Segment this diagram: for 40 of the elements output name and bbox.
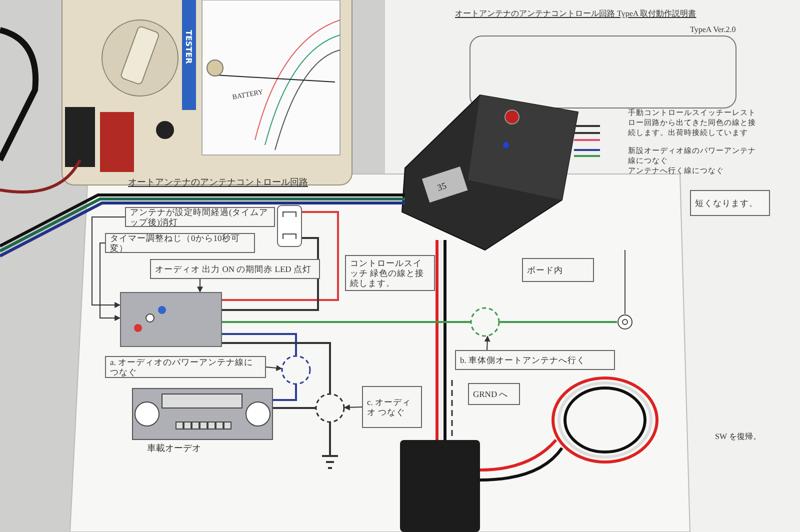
leader-line (197, 278, 203, 293)
leader-line (344, 404, 362, 410)
junction-circle (281, 355, 311, 385)
switch-symbol (277, 205, 302, 247)
leader-line (266, 365, 282, 371)
label-box: アンテナが設定時間経過(タイムアップ後)消灯 (125, 207, 275, 227)
wire (329, 422, 331, 455)
note-text: SW を復帰。 (715, 432, 762, 442)
label-box: タイマー調整ねじ（0から10秒可変） (105, 233, 255, 253)
sticker-text: 35 (436, 180, 449, 193)
car-audio-drawing (132, 388, 273, 440)
node-label: 車載オーデオ (147, 443, 201, 453)
label-box: c. オーディオ つなぐ (362, 386, 422, 428)
wire (273, 384, 297, 401)
meter-label: TESTER (183, 30, 193, 64)
heading: オートアンテナのアンテナコントロール回路 TypeA 取付動作説明書 (455, 9, 698, 19)
wire (273, 407, 316, 409)
controller-box (120, 292, 222, 347)
wire (500, 321, 617, 323)
leader-line (100, 242, 121, 321)
wire (222, 237, 319, 311)
label-box: b. 車体側オートアンテナへ行く (455, 350, 615, 370)
label-box: 短くなります。 (690, 190, 770, 216)
wire (222, 321, 470, 323)
heading: オートアンテナのアンテナコントロール回路 (128, 177, 309, 187)
label-box: オーディオ 出力 ON の期間赤 LED 点灯 (150, 259, 320, 279)
label-box: コントロールスイッチ 緑色の線と接続します。 (345, 255, 435, 291)
label-box: a. オーディオのパワーアンテナ線につなぐ (105, 356, 266, 378)
junction-circle (470, 307, 500, 337)
leader-line (484, 336, 490, 350)
antenna-symbol (617, 250, 633, 330)
wire (222, 333, 297, 356)
version-text: TypeA Ver.2.0 (690, 25, 737, 35)
junction-circle (315, 393, 345, 423)
wire (222, 342, 331, 394)
label-box: GRND へ (468, 383, 520, 405)
wire (222, 211, 339, 301)
label-box: ボード内 (522, 258, 594, 282)
leader-line (92, 216, 126, 308)
ground-symbol (322, 455, 338, 471)
